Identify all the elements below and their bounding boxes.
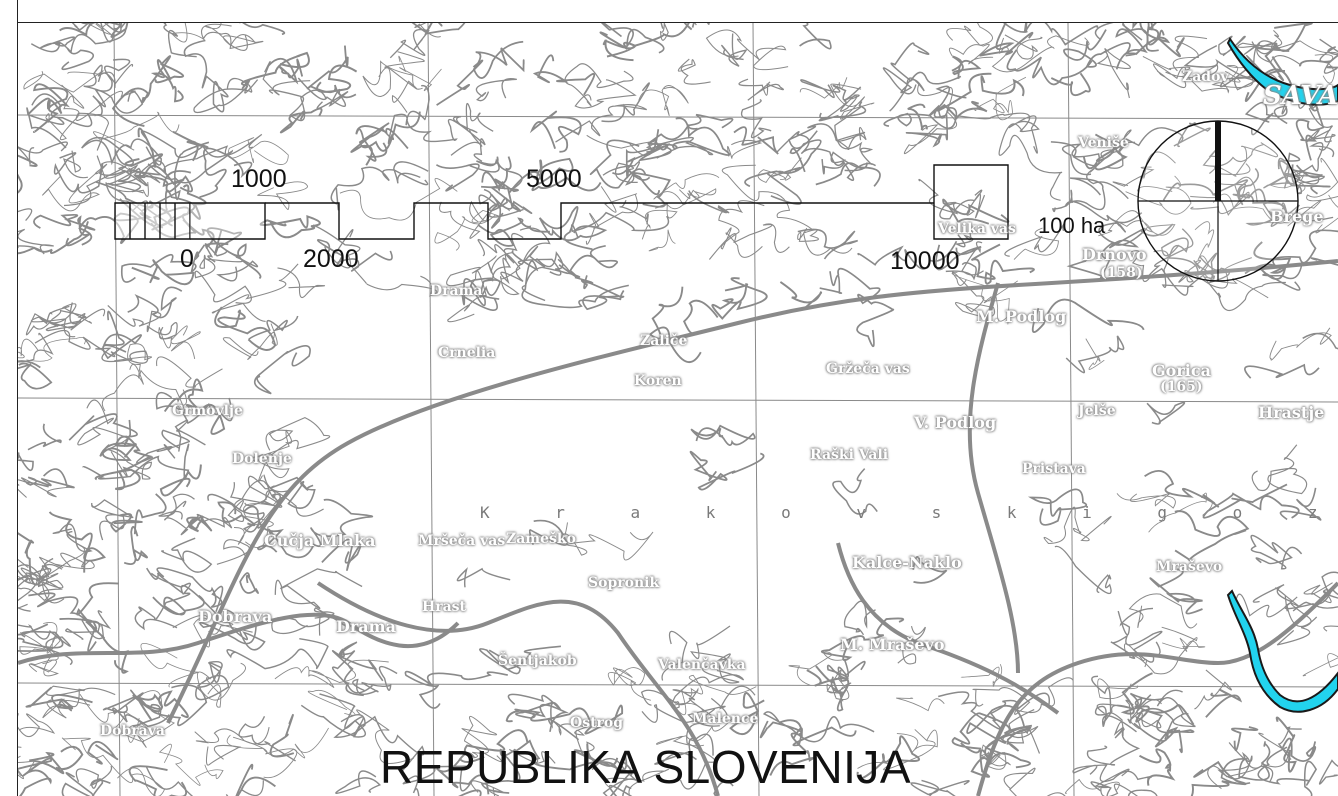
scale-bar [114, 164, 1009, 240]
place-label: M. Podlog [976, 307, 1067, 326]
place-label: Drnovo [1082, 245, 1147, 264]
place-label: Zaliče [640, 333, 688, 349]
place-label: M. Mraševo [840, 635, 945, 654]
place-label: Mraševo [1156, 559, 1223, 575]
place-label: Zadov [1182, 69, 1229, 85]
place-label: Grmovlje [172, 403, 243, 419]
place-label: Malence [692, 711, 759, 727]
place-label: Dobrava [198, 607, 273, 626]
scale-tick-label: 5000 [526, 165, 582, 193]
place-label: Sopronik [588, 575, 660, 591]
place-label: Jelše [1078, 403, 1116, 419]
place-label: Dobrava [100, 723, 165, 739]
place-label: Velika vas [938, 221, 1016, 237]
map-frame-left [0, 0, 18, 796]
place-label: Ostrog [570, 715, 624, 731]
scale-tick-label: 2000 [303, 245, 359, 273]
north-arrow [1137, 120, 1299, 282]
place-label: (158) [1100, 265, 1143, 281]
map-canvas[interactable] [18, 23, 1338, 796]
place-label: Koren [634, 373, 682, 389]
place-label: Crnelia [438, 345, 496, 361]
place-label: Veniše [1078, 135, 1129, 151]
river-label: SAVA [1263, 81, 1338, 111]
place-label: Šentjakob [498, 653, 577, 669]
place-label: (165) [1160, 379, 1203, 395]
topographic-lines [18, 23, 1338, 796]
map-frame-top [0, 0, 1338, 23]
area-label: 100 ha [1038, 213, 1106, 238]
place-label: Gorica [1152, 361, 1211, 380]
place-label: V. Podlog [914, 413, 997, 432]
place-label: Pristava [1022, 461, 1086, 477]
scale-tick-label: 1000 [231, 165, 287, 193]
place-label: Zameško [506, 531, 576, 547]
country-label: REPUBLIKA SLOVENIJA [380, 741, 912, 793]
place-label: Brege [1270, 207, 1324, 226]
place-label: Drama [430, 283, 483, 299]
scale-tick-label: 0 [180, 245, 194, 273]
place-label: Raški Vali [810, 447, 889, 463]
place-label: Hrastje [1258, 403, 1325, 422]
place-label: Hrast [422, 599, 467, 615]
place-label: Cučja Mlaka [264, 531, 376, 550]
place-label: Valenčavka [658, 657, 746, 673]
place-label: Gržeča vas [826, 361, 910, 377]
place-label: Drama [336, 617, 396, 636]
place-label: Dolenje [232, 451, 292, 467]
scale-tick-label: 10000 [890, 247, 960, 275]
topographic-map[interactable]: 0 1000 2000 5000 10000 100 ha SAVA K r a… [18, 23, 1338, 796]
sava-river [1226, 37, 1338, 106]
place-label: Kalce-Naklo [852, 553, 962, 572]
krka-river [1226, 589, 1338, 713]
forest-label: K r a k o v s k i g o z d [480, 503, 1338, 522]
place-label: Mršeča vas [418, 533, 506, 549]
